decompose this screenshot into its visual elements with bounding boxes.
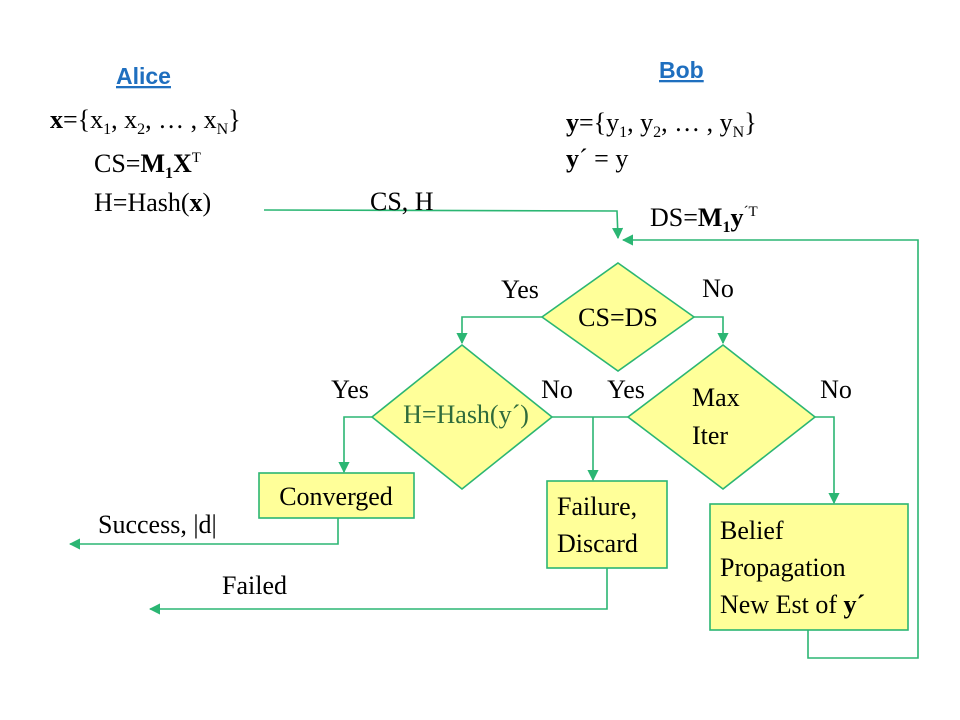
success-arrow	[68, 518, 339, 550]
max-iter-label-1: Max	[692, 383, 740, 412]
cs-yes-label: Yes	[501, 275, 539, 304]
converged-label: Converged	[279, 482, 393, 511]
bp-label-3: New Est of y´	[720, 590, 865, 619]
max-iter-diamond	[626, 343, 817, 491]
hash-check-diamond	[370, 343, 554, 491]
bob-estimate-init: y´ = y	[566, 144, 628, 173]
loop-back-arrow	[621, 234, 919, 659]
bob-label: Bob	[659, 57, 704, 83]
channel-arrow	[263, 209, 624, 240]
bob-vector-y: y={y1, y2, … , yN}	[566, 108, 757, 141]
failure-label-2: Discard	[557, 529, 638, 558]
bob-syndrome-ds: DS=M1y´T	[650, 203, 758, 236]
bp-label-1: Belief	[720, 516, 784, 545]
hash-yes-label: Yes	[331, 375, 369, 404]
hash-yes-arrow	[338, 416, 372, 474]
bp-label-2: Propagation	[720, 553, 846, 582]
converged-box	[258, 472, 415, 519]
cs-no-label: No	[702, 274, 734, 303]
cs-yes-arrow	[456, 316, 542, 345]
hash-check-label: H=Hash(y´)	[403, 400, 529, 429]
failure-label-1: Failure,	[557, 492, 637, 521]
iter-no-arrow	[815, 416, 840, 505]
max-iter-label-2: Iter	[692, 421, 728, 450]
failure-box	[546, 480, 668, 569]
alice-label: Alice	[116, 63, 171, 89]
failed-label: Failed	[222, 571, 287, 600]
cs-equals-ds-diamond	[540, 262, 696, 372]
failed-arrow	[148, 568, 608, 615]
cs-equals-ds-label: CS=DS	[578, 303, 658, 332]
channel-label: CS, H	[370, 187, 434, 216]
cs-no-arrow	[694, 316, 729, 345]
alice-vector-x: x={x1, x2, … , xN}	[50, 105, 241, 138]
alice-syndrome-cs: CS=M1XT	[94, 149, 201, 182]
belief-propagation-box	[709, 503, 909, 631]
hash-no-label: No	[541, 375, 573, 404]
iter-yes-label: Yes	[607, 375, 645, 404]
iter-no-label: No	[820, 375, 852, 404]
success-label: Success, |d|	[98, 510, 217, 539]
alice-hash-h: H=Hash(x)	[94, 188, 211, 217]
